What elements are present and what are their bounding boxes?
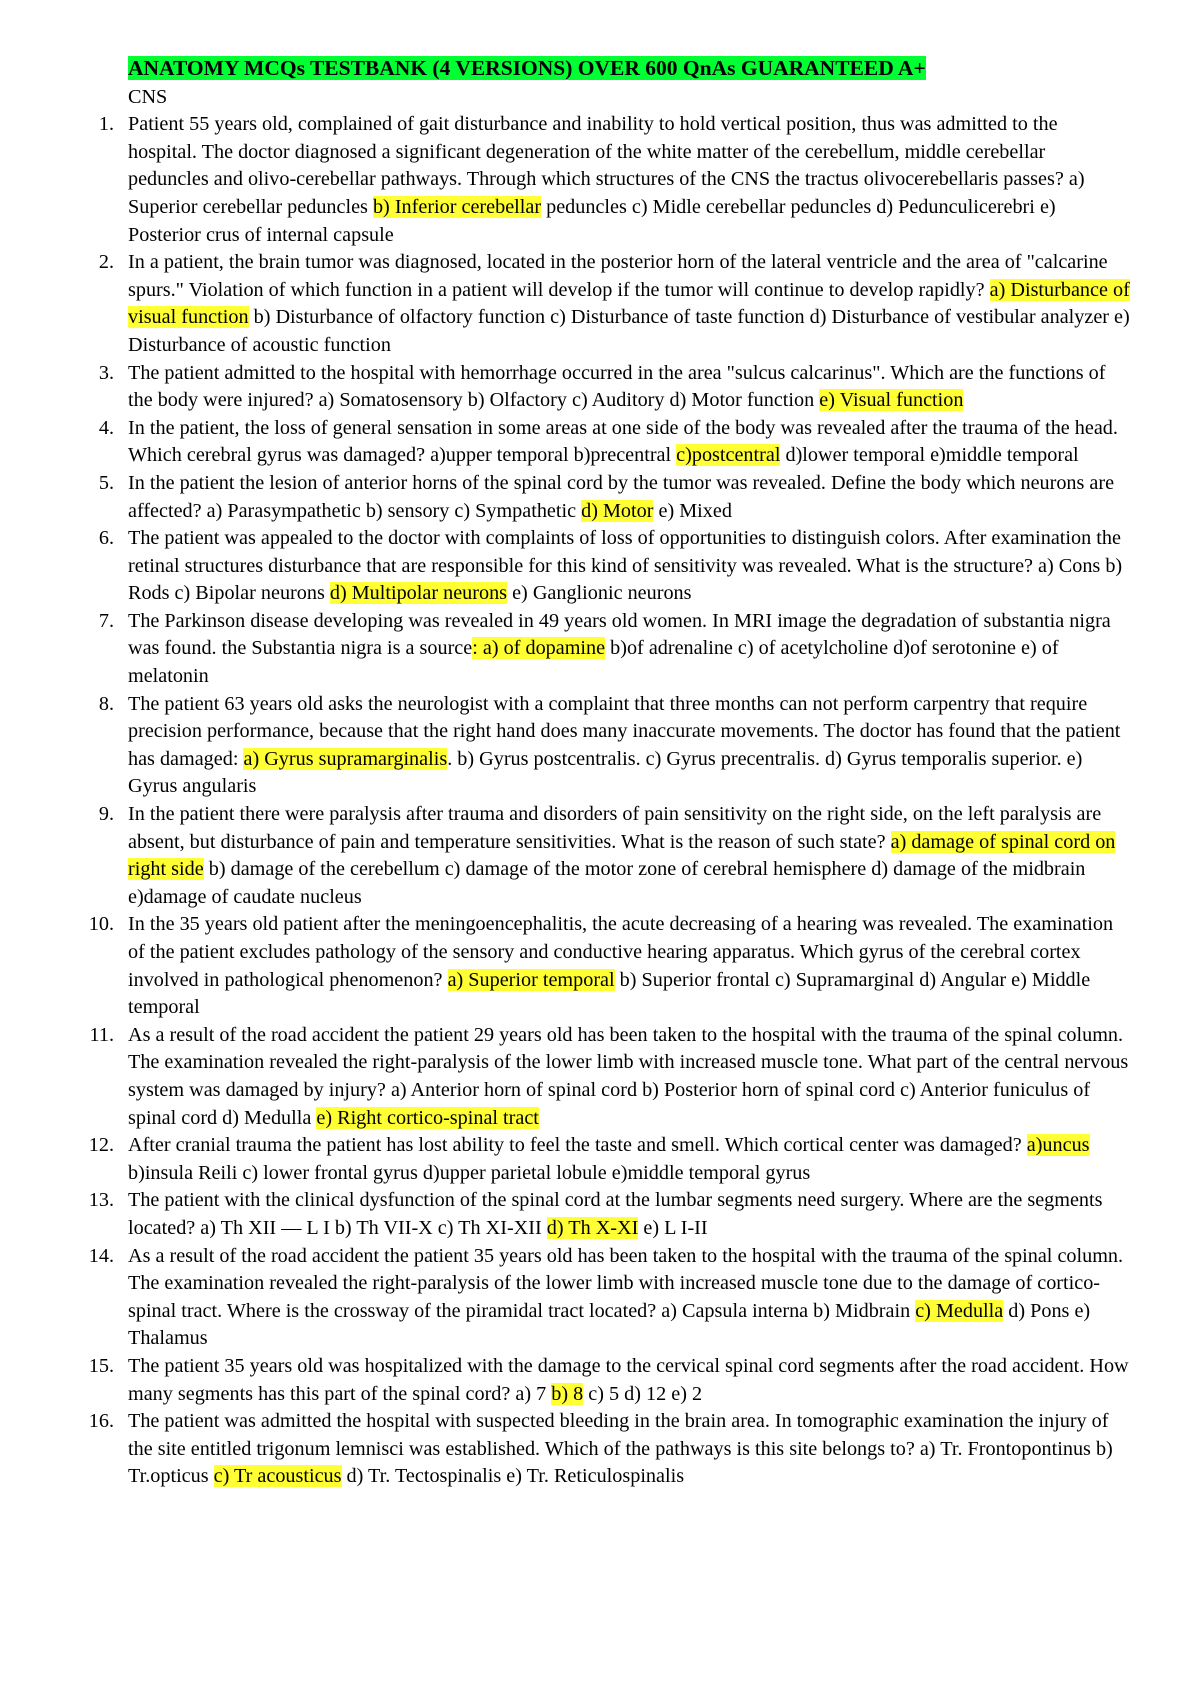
question-text: d) Pons e) Thalamus: [128, 1299, 1091, 1350]
question-number: 2.: [98, 251, 114, 274]
question-text: In a patient, the brain tumor was diagno…: [128, 251, 1108, 301]
question-item: 6. The patient was appealed to the doctor…: [66, 525, 1130, 608]
question-number: 8.: [98, 692, 114, 715]
question-text: b) Disturbance of olfactory function c) …: [128, 306, 1130, 356]
question-text: In the patient there were paralysis afte…: [128, 803, 1102, 853]
highlighted-answer: d) Motor: [581, 499, 654, 522]
question-text: d) Tr. Tectospinalis e) Tr. Reticulospin…: [341, 1465, 685, 1488]
question-text: The patient was admitted the hospital wi…: [128, 1410, 1113, 1488]
question-number: 6.: [98, 527, 114, 550]
question-text: b)insula Reili c) lower frontal gyrus d)…: [128, 1161, 811, 1184]
question-number: 13.: [88, 1189, 114, 1212]
question-item: 16. The patient was admitted the hospital…: [66, 1408, 1130, 1491]
question-number: 5.: [98, 471, 114, 494]
question-number: 12.: [88, 1134, 114, 1157]
question-text: In the patient, the loss of general sens…: [128, 416, 1118, 467]
question-text: peduncles c) Midle cerebellar peduncles …: [128, 195, 1056, 246]
question-item: 4. In the patient, the loss of general se…: [66, 415, 1130, 470]
highlighted-answer: c) Medulla: [915, 1299, 1004, 1322]
question-number: 15.: [88, 1354, 114, 1377]
question-item: 7. The Parkinson disease developing was r…: [66, 608, 1130, 691]
question-text: . b) Gyrus postcentralis. c) Gyrus prece…: [128, 747, 1083, 798]
question-text: e) Mixed: [653, 499, 732, 522]
question-text: d)lower temporal e)middle temporal: [780, 444, 1079, 467]
question-item: 10. In the 35 years old patient after the…: [66, 911, 1130, 1021]
question-text: e) L I-II: [638, 1216, 708, 1239]
question-text: b) damage of the cerebellum c) damage of…: [128, 858, 1086, 908]
question-item: 1. Patient 55 years old, complained of ga…: [66, 111, 1130, 249]
question-number: 11.: [89, 1023, 115, 1046]
question-number: 10.: [88, 913, 114, 936]
question-text: As a result of the road accident the pat…: [128, 1244, 1124, 1322]
highlighted-answer: e) Right cortico-spinal tract: [316, 1106, 539, 1129]
question-text: The Parkinson disease developing was rev…: [128, 609, 1111, 660]
section-heading: CNS: [128, 85, 168, 108]
question-text: In the patient the lesion of anterior ho…: [128, 471, 1115, 522]
question-item: 5. In the patient the lesion of anterior …: [66, 470, 1130, 525]
question-text: The patient was appealed to the doctor w…: [128, 527, 1123, 605]
question-item: 8. The patient 63 years old asks the neur…: [66, 691, 1130, 801]
highlighted-answer: : a) of dopamine: [472, 637, 606, 660]
highlighted-answer: b) 8: [551, 1382, 584, 1405]
question-item: 9. In the patient there were paralysis af…: [66, 801, 1130, 911]
question-text: The patient with the clinical dysfunctio…: [128, 1189, 1103, 1239]
highlighted-answer: c)postcentral: [676, 444, 781, 467]
question-text: b)of adrenaline c) of acetylcholine d)of…: [128, 637, 1059, 688]
question-item: 2. In a patient, the brain tumor was diag…: [66, 249, 1130, 359]
question-text: In the 35 years old patient after the me…: [128, 913, 1114, 991]
highlighted-answer: d) Multipolar neurons: [329, 582, 508, 605]
highlighted-answer: a)uncus: [1026, 1134, 1090, 1157]
question-text: b) Superior frontal c) Supramarginal d) …: [128, 968, 1091, 1019]
highlighted-answer: b) Inferior cerebellar: [372, 195, 542, 218]
title-line: ANATOMY MCQs TESTBANK (4 VERSIONS) OVER …: [128, 55, 1130, 84]
question-text: After cranial trauma the patient has los…: [128, 1134, 1027, 1157]
question-text: As a result of the road accident the pat…: [128, 1023, 1129, 1129]
highlighted-answer: a) Gyrus supramarginalis: [243, 747, 448, 770]
highlighted-answer: a) Superior temporal: [447, 968, 615, 991]
question-text: e) Ganglionic neurons: [507, 582, 692, 605]
question-number: 14.: [88, 1244, 114, 1267]
question-text: The patient 63 years old asks the neurol…: [128, 692, 1121, 770]
question-list: 1. Patient 55 years old, complained of ga…: [66, 111, 1130, 1491]
question-item: 14. As a result of the road accident the …: [66, 1243, 1130, 1353]
question-number: 3.: [98, 361, 114, 384]
question-number: 7.: [98, 609, 114, 632]
question-item: 15. The patient 35 years old was hospital…: [66, 1353, 1130, 1408]
highlighted-answer: c) Tr acousticus: [213, 1465, 342, 1488]
question-text: The patient 35 years old was hospitalize…: [128, 1354, 1129, 1405]
highlighted-answer: e) Visual function: [819, 389, 964, 412]
question-text: Patient 55 years old, complained of gait…: [128, 113, 1085, 218]
question-number: 16.: [88, 1410, 114, 1433]
document-title: ANATOMY MCQs TESTBANK (4 VERSIONS) OVER …: [128, 56, 926, 80]
question-item: 11. As a result of the road accident the …: [66, 1022, 1130, 1132]
highlighted-answer: d) Th X-XI: [546, 1216, 639, 1239]
question-item: 13. The patient with the clinical dysfunc…: [66, 1187, 1130, 1242]
question-text: The patient admitted to the hospital wit…: [128, 361, 1106, 412]
question-number: 4.: [98, 416, 114, 439]
question-item: 3. The patient admitted to the hospital w…: [66, 360, 1130, 415]
question-text: c) 5 d) 12 e) 2: [583, 1382, 703, 1405]
question-item: 12. After cranial trauma the patient has …: [66, 1132, 1130, 1187]
question-number: 1.: [98, 113, 114, 136]
question-number: 9.: [98, 803, 114, 826]
